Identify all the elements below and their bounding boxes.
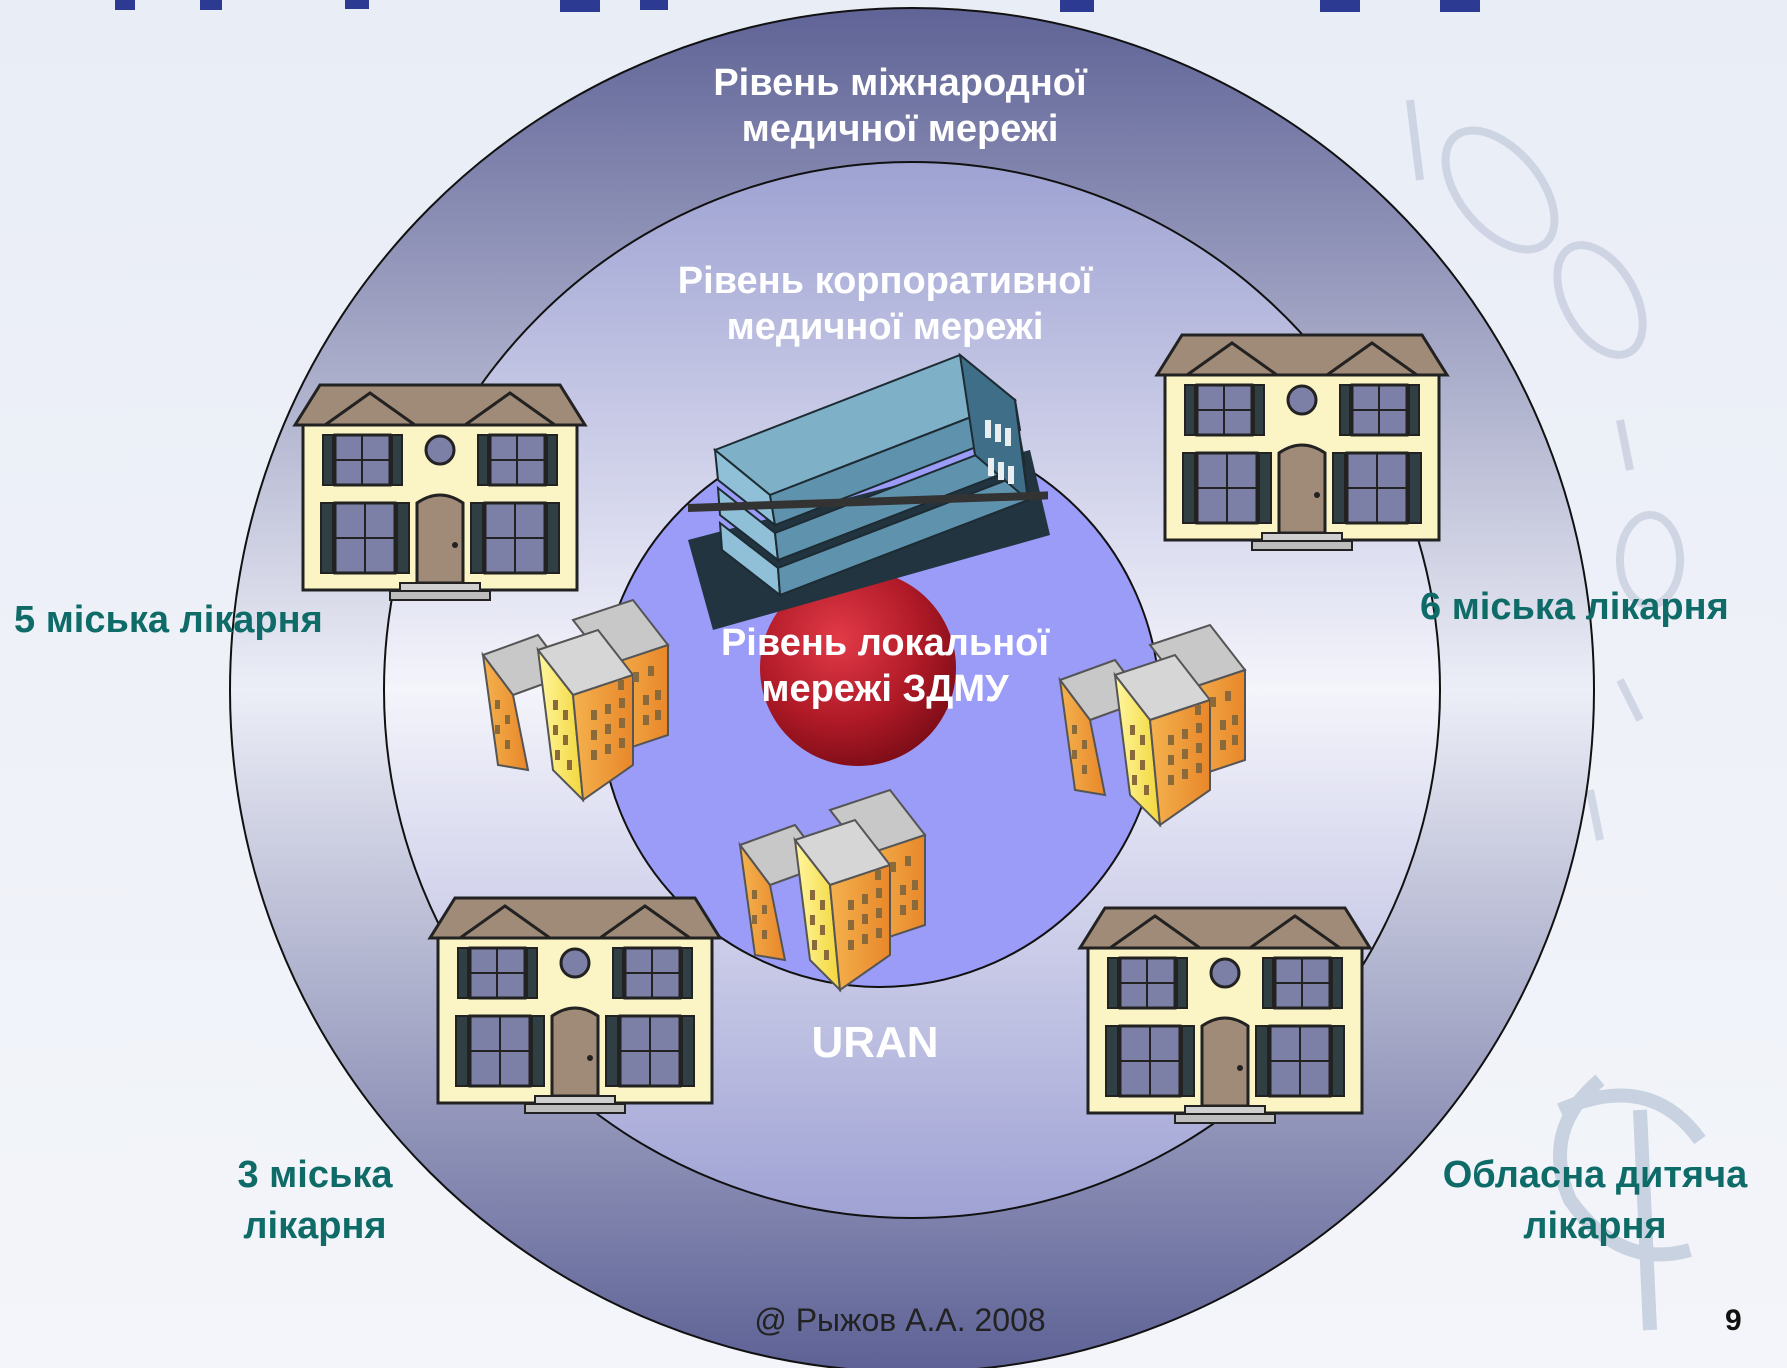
label-uran: URAN bbox=[811, 1018, 939, 1067]
label-corporate-level: Рівень корпоративної медичної мережі bbox=[677, 260, 1093, 349]
core-sphere bbox=[760, 570, 956, 766]
caduceus-watermark bbox=[1553, 1074, 1706, 1331]
label-hospital-5: 5 міська лікарня bbox=[14, 599, 323, 641]
footer-copyright: @ Рыжов А.А. 2008 bbox=[754, 1302, 1046, 1338]
house-icon-h3 bbox=[428, 896, 722, 1115]
label-international-level: Рівень міжнародної медичної мережі bbox=[713, 62, 1087, 151]
house-icon-h6 bbox=[1155, 333, 1449, 552]
house-icon-regional bbox=[1078, 906, 1372, 1125]
label-regional-children-hospital: Обласна дитяча лікарня bbox=[1442, 1154, 1748, 1248]
label-local-level: Рівень локальної мережі ЗДМУ bbox=[720, 622, 1050, 711]
label-hospital-3: 3 міська лікарня bbox=[237, 1154, 393, 1248]
house-icon-h5 bbox=[293, 383, 587, 602]
label-hospital-6: 6 міська лікарня bbox=[1420, 586, 1729, 628]
page-number: 9 bbox=[1725, 1304, 1742, 1337]
corporate-office-icon bbox=[688, 352, 1050, 630]
cropped-title-fragment bbox=[115, 0, 1480, 12]
